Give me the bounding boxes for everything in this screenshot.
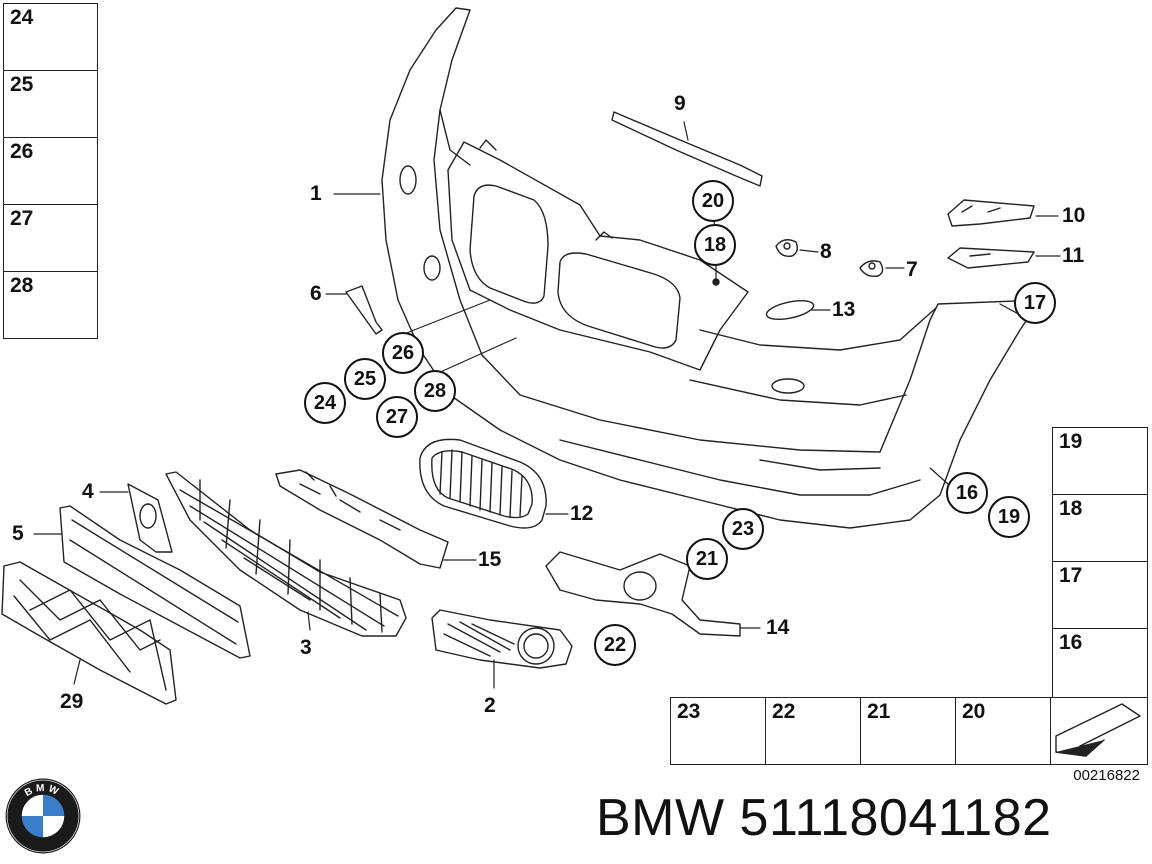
circled-22: 22 — [594, 624, 636, 666]
lattice-bracket-shape — [1, 561, 177, 705]
diagram-code: 00216822 — [1073, 767, 1140, 784]
legend-cell-28: 28 — [3, 271, 98, 339]
bracket-14-shape — [545, 551, 741, 637]
circled-16: 16 — [946, 472, 988, 514]
callout-15: 15 — [478, 548, 502, 571]
circled-28: 28 — [414, 370, 456, 412]
circled-25: 25 — [344, 358, 386, 400]
callout-8: 8 — [820, 240, 832, 263]
legend-number: 25 — [10, 73, 34, 96]
bracket-15-shape — [275, 469, 449, 569]
strip-shape — [611, 111, 763, 187]
leader-lines — [33, 121, 1061, 689]
legend-number: 27 — [10, 207, 34, 230]
legend-cell-26: 26 — [3, 137, 98, 205]
legend-number: 28 — [10, 274, 34, 297]
mesh-grille-shape — [165, 471, 407, 637]
circled-23: 23 — [722, 508, 764, 550]
legend-cell-reference — [1050, 697, 1148, 765]
license-plate-base-shape — [59, 505, 251, 659]
fog-grille-shape — [431, 609, 573, 669]
legend-cell-17: 17 — [1052, 561, 1148, 629]
legend-cell-19: 19 — [1052, 427, 1148, 495]
svg-text:BMW: BMW — [23, 783, 63, 799]
callout-9: 9 — [674, 92, 686, 115]
bmw-logo-icon: BMW — [5, 778, 81, 854]
circled-19: 19 — [988, 496, 1030, 538]
legend-number: 18 — [1059, 497, 1083, 520]
legend-number: 17 — [1059, 564, 1083, 587]
callout-2: 2 — [484, 694, 496, 717]
legend-cell-24: 24 — [3, 3, 98, 71]
legend-cell-20: 20 — [955, 697, 1051, 765]
circled-21: 21 — [686, 538, 728, 580]
clip-7-shape — [859, 260, 884, 278]
callout-11: 11 — [1062, 244, 1085, 267]
legend-cell-16: 16 — [1052, 628, 1148, 698]
legend-cell-25: 25 — [3, 70, 98, 138]
legend-number: 23 — [677, 700, 701, 723]
legend-cell-21: 21 — [860, 697, 956, 765]
legend-cell-18: 18 — [1052, 494, 1148, 562]
callout-7: 7 — [906, 258, 918, 281]
legend-number: 19 — [1059, 430, 1083, 453]
callout-12: 12 — [570, 502, 594, 525]
legend-cell-23: 23 — [670, 697, 766, 765]
bracket-10-shape — [947, 199, 1035, 227]
callout-5: 5 — [12, 522, 24, 545]
kidney-grille-shape — [419, 438, 547, 529]
legend-number: 24 — [10, 6, 34, 29]
circled-24: 24 — [304, 382, 346, 424]
legend-cell-27: 27 — [3, 204, 98, 272]
callout-10: 10 — [1062, 204, 1086, 227]
part-6-shape — [345, 285, 383, 335]
callout-6: 6 — [310, 282, 322, 305]
callout-29: 29 — [60, 690, 84, 713]
callout-1: 1 — [310, 182, 322, 205]
circled-18: 18 — [694, 224, 736, 266]
circled-26: 26 — [382, 332, 424, 374]
circled-17: 17 — [1014, 282, 1056, 324]
legend-number: 26 — [10, 140, 34, 163]
product-title: BMW 51118041182 — [596, 789, 1052, 847]
circled-27: 27 — [376, 396, 418, 438]
legend-number: 21 — [867, 700, 891, 723]
grille-carrier-shape — [447, 139, 749, 371]
legend-cell-22: 22 — [765, 697, 861, 765]
tow-cover-shape — [765, 300, 815, 320]
circled-20: 20 — [692, 180, 734, 222]
callout-4: 4 — [82, 480, 94, 503]
callout-3: 3 — [300, 636, 312, 659]
callout-13: 13 — [832, 298, 856, 321]
logo-lettering: BMW — [23, 783, 60, 799]
legend-number: 16 — [1059, 631, 1083, 654]
bumper-cover-shape — [381, 7, 1041, 529]
part-4-shape — [127, 483, 173, 553]
legend-number: 22 — [772, 700, 796, 723]
bracket-11-shape — [947, 247, 1035, 269]
clip-8-shape — [775, 239, 799, 257]
callout-14: 14 — [766, 616, 790, 639]
legend-number: 20 — [962, 700, 986, 723]
